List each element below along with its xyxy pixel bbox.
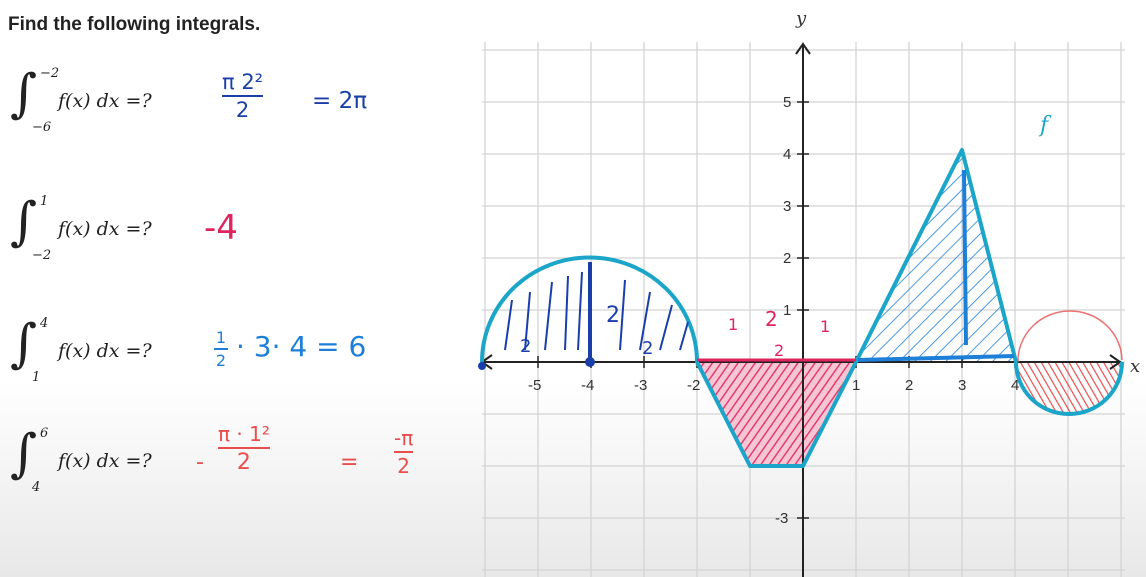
fraction-bar-1 [222,95,264,97]
graph-annotation: 2 [774,341,784,360]
y-tick-label: 3 [783,198,791,215]
y-axis-label: y [795,8,807,29]
integral-problem-4: ∫ 6 4 f(x) dx =? - π · 1² 2 = -π 2 [10,422,480,498]
fraction-bar-4 [218,447,270,449]
red-semicircle-outline [1017,310,1123,363]
handwritten-fraction-3: 1 2 [214,328,228,370]
x-tick-label: -3 [634,377,647,394]
function-curve [480,148,1124,468]
triangle-base-marker [857,354,1015,362]
y-tick-label: 4 [783,146,791,163]
semicircle-pen-strokes [504,262,689,362]
x-tick-label: -2 [687,377,700,394]
handwritten-equals-4: = [340,450,359,475]
lower-limit-4: 4 [32,480,41,495]
integral-sign-3: ∫ [10,314,38,374]
x-tick-marks: -5 -4 -3 -2 1 2 3 4 [528,356,1019,394]
graph-annotation: 2 [642,338,653,359]
integral-problem-1: ∫ −2 −6 f(x) dx =? π 2² 2 = 2π [10,64,480,138]
fraction2-numerator-4: -π [394,426,414,450]
y-axis [795,42,811,577]
y-tick-label: -3 [775,510,788,527]
integral-sign-1: ∫ [10,64,38,124]
handwritten-result-3: · 3· 4 = 6 [236,330,367,363]
fraction2-bar-4 [394,451,414,453]
lower-limit-2: −2 [32,248,52,263]
fraction-numerator-4: π · 1² [218,422,270,446]
x-tick-label: 1 [852,377,860,394]
x-tick-label: 4 [1011,377,1019,394]
upper-limit-4: 6 [40,426,49,441]
handwritten-sign-4: - [196,450,204,475]
upper-limit-1: −2 [40,66,60,81]
graph-annotation: 2 [765,307,778,331]
x-tick-label: -4 [581,377,594,394]
handwritten-result-2: -4 [204,208,238,248]
handwritten-result-1: = 2π [312,88,368,114]
left-endpoint-dot [478,362,486,370]
handwritten-fraction-1: π 2² 2 [222,70,264,122]
x-tick-label: 3 [958,377,966,394]
center-dot [585,357,595,367]
integrand-3: f(x) dx =? [58,340,152,362]
integral-problem-3: ∫ 4 1 f(x) dx =? 1 2 · 3· 4 = 6 [10,314,480,388]
integrand-1: f(x) dx =? [58,90,152,112]
fraction-denominator-3: 2 [215,351,227,370]
graph-annotation: 2 [606,303,620,328]
region-red-semicircle-hatch [1016,362,1122,414]
fraction-numerator-1: π 2² [222,70,264,94]
integral-sign-4: ∫ [10,424,38,484]
y-tick-marks: 5 4 3 2 1 -3 [775,94,809,527]
triangle-height-marker [962,169,968,346]
x-tick-label: 2 [905,377,913,394]
handwritten-fraction-4: π · 1² 2 [218,422,270,475]
graph-annotation: 2 [520,336,531,357]
fraction2-denominator-4: 2 [397,454,410,478]
graph-annotation: 1 [728,315,738,334]
x-axis-label: x [1130,356,1140,377]
upper-limit-2: 1 [40,194,49,209]
lower-limit-3: 1 [32,370,41,385]
fraction-denominator-4: 2 [236,450,251,475]
region-blue-hatch [856,154,1016,362]
function-label: f [1038,113,1052,138]
fraction-bar-3 [214,348,228,350]
y-tick-label: 5 [783,94,791,111]
fraction-denominator-1: 2 [235,98,250,122]
instructions-heading: Find the following integrals. [8,14,261,35]
y-tick-label: 1 [783,302,791,319]
integrand-2: f(x) dx =? [58,218,152,240]
integral-sign-2: ∫ [10,192,38,252]
integrand-4: f(x) dx =? [58,450,152,472]
upper-limit-3: 4 [40,316,49,331]
lower-limit-1: −6 [32,120,52,135]
y-tick-label: 2 [783,250,791,267]
x-tick-label: -5 [528,377,541,394]
graph-annotation: 1 [820,317,830,336]
integral-problem-2: ∫ 1 −2 f(x) dx =? -4 [10,192,480,266]
fraction-numerator-3: 1 [215,328,227,347]
handwritten-fraction-4b: -π 2 [394,426,414,478]
